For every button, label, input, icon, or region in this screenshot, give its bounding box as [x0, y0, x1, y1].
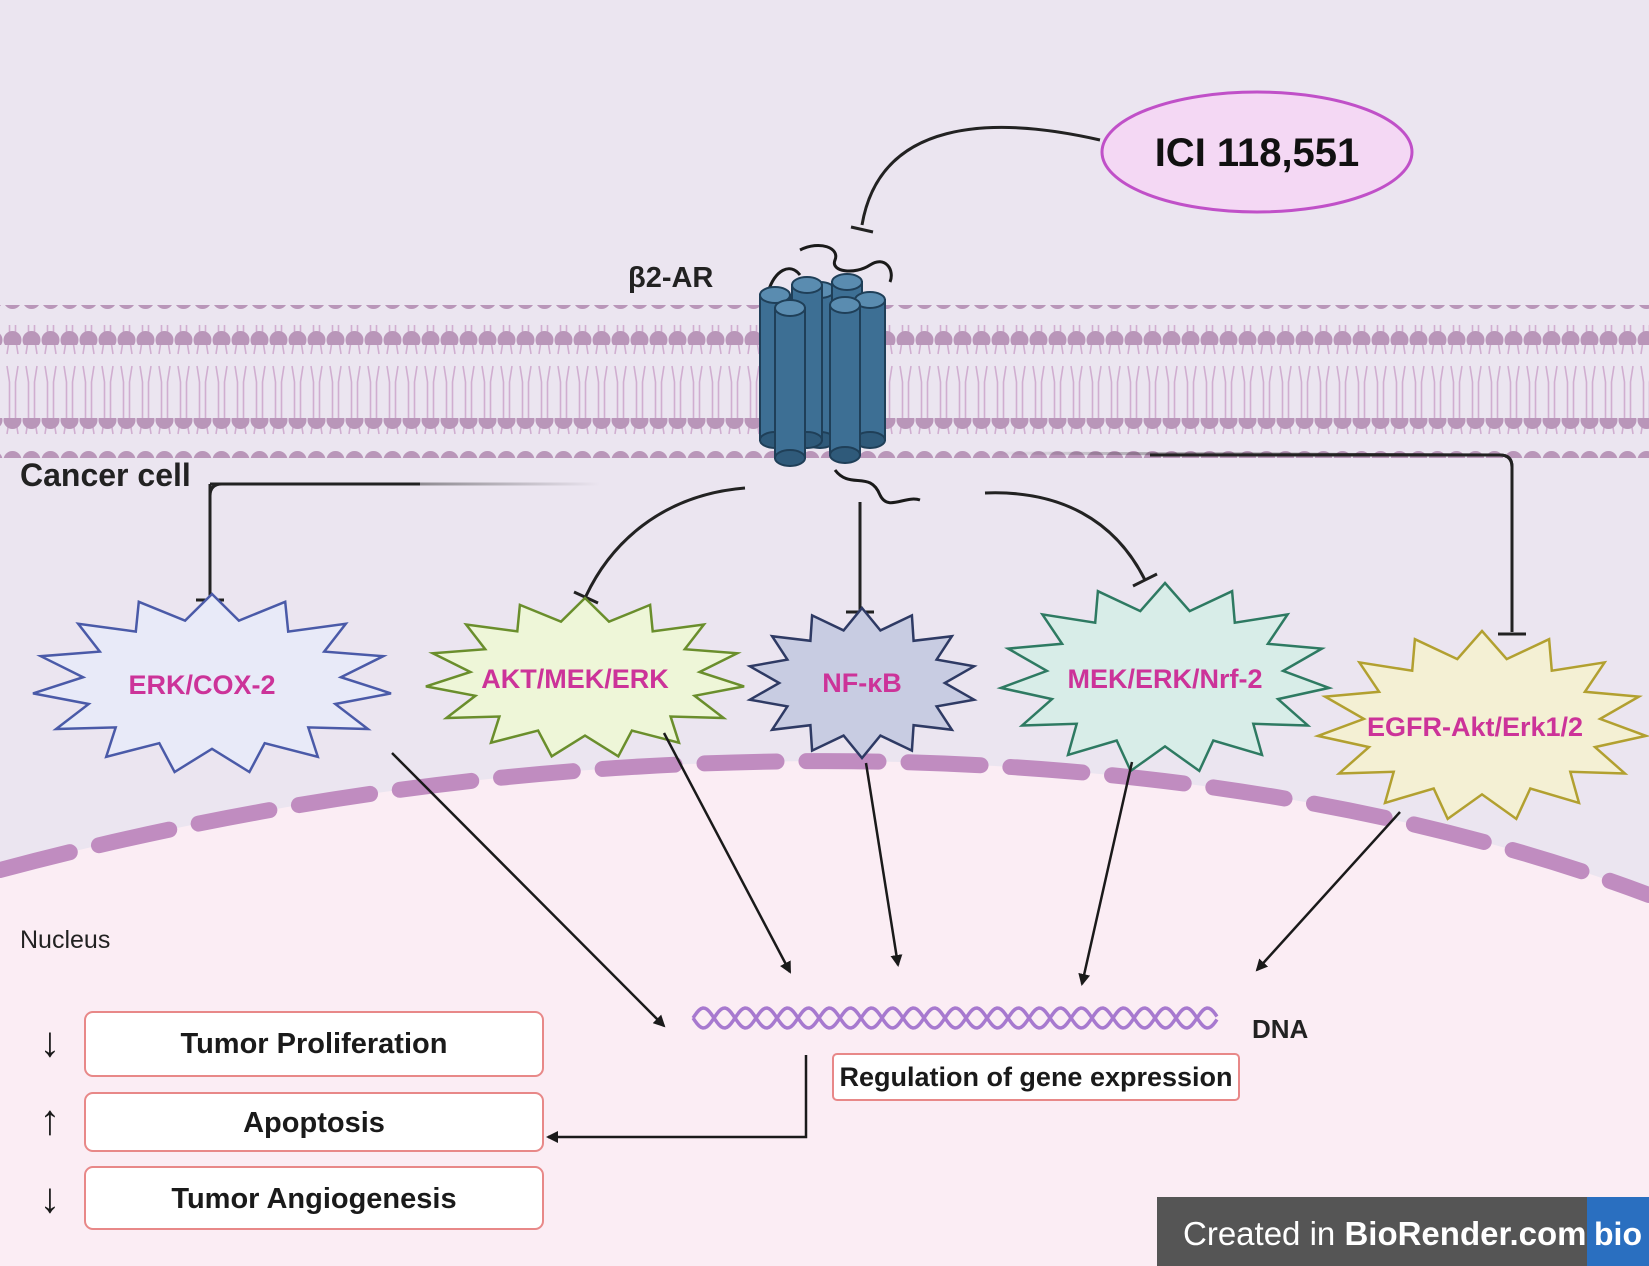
pathway-label: EGFR-Akt/Erk1/2 [1367, 712, 1583, 742]
pathway-label: NF-κB [822, 668, 902, 698]
outcome-direction-arrow: ↓ [40, 1018, 61, 1065]
pathway-mek-erk-nrf2: MEK/ERK/Nrf-2 [996, 581, 1334, 773]
dna-strand [691, 1006, 1219, 1030]
receptor-icon [759, 244, 921, 505]
outcome-direction-arrow: ↑ [40, 1096, 61, 1143]
outcome-item: ↑ Apoptosis [40, 1092, 544, 1152]
nucleus-label: Nucleus [20, 926, 110, 954]
watermark-prefix: Created in [1183, 1215, 1344, 1252]
outcome-item: ↓ Tumor Angiogenesis [40, 1166, 544, 1230]
receptor-label: β2-AR [628, 262, 713, 294]
receptor-helices [759, 273, 886, 467]
pathway-nf-kb: NF-κB [746, 606, 978, 760]
dna-strand [691, 1006, 1219, 1030]
pathway-label: MEK/ERK/Nrf-2 [1067, 664, 1262, 694]
cancer-cell-label: Cancer cell [20, 457, 191, 493]
watermark-text: Created in BioRender.com [1183, 1215, 1587, 1252]
pathway-label: AKT/MEK/ERK [481, 664, 669, 694]
biorender-watermark[interactable]: Created in BioRender.com bio [1157, 1197, 1649, 1266]
dna-to-outcomes-arrow [546, 1055, 808, 1143]
gene-regulation-label: Regulation of gene expression [839, 1062, 1232, 1092]
pathway-erk-cox2: ERK/COX-2 [32, 592, 392, 774]
outcome-label: Tumor Proliferation [181, 1028, 448, 1060]
drug-inhibition-arrow [860, 125, 1101, 226]
outcomes-list: ↓ Tumor Proliferation ↑ Apoptosis ↓ Tumo… [40, 1011, 544, 1230]
drug-label: ICI 118,551 [1155, 131, 1360, 175]
pathway-akt-mek-erk: AKT/MEK/ERK [425, 596, 745, 759]
pathway-bursts: ERK/COX-2 AKT/MEK/ERK NF-κB MEK/ERK/Nrf-… [32, 581, 1649, 821]
dna-helix [691, 1006, 1219, 1030]
drug-node: ICI 118,551 [1100, 90, 1414, 214]
nuclear-envelope [0, 753, 1649, 903]
pathway-to-dna-arrows [391, 732, 1401, 1028]
dna-label: DNA [1252, 1014, 1309, 1044]
pathway-inhibition-connectors [196, 451, 1526, 636]
pathway-egfr-akt-erk: EGFR-Akt/Erk1/2 [1313, 629, 1649, 821]
outcome-direction-arrow: ↓ [40, 1174, 61, 1221]
outcome-label: Apoptosis [243, 1107, 385, 1139]
biorender-logo-icon: bio [1594, 1216, 1642, 1252]
drug-inhibition-bar [850, 225, 874, 234]
outcome-label: Tumor Angiogenesis [171, 1183, 456, 1215]
outcome-item: ↓ Tumor Proliferation [40, 1011, 544, 1077]
drug-ellipse [1100, 90, 1414, 214]
pathway-label: ERK/COX-2 [128, 670, 275, 700]
gene-regulation-box: Regulation of gene expression [832, 1053, 1240, 1101]
watermark-brand: BioRender.com [1344, 1215, 1586, 1252]
